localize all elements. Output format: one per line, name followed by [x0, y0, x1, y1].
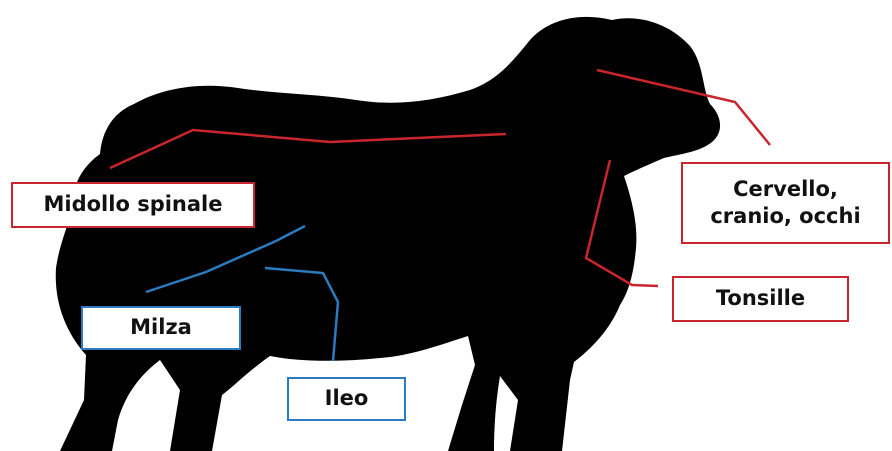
label-milza: Milza — [81, 306, 241, 350]
milza-pointer — [145, 224, 306, 294]
label-cervello-line2: cranio, occhi — [710, 204, 861, 228]
ileo-pointer — [264, 266, 340, 362]
label-cervello: Cervello, cranio, occhi — [681, 162, 890, 244]
red-pointer-lines — [109, 68, 771, 288]
label-midollo-spinale: Midollo spinale — [11, 182, 255, 228]
tonsille-pointer — [584, 159, 659, 288]
label-ileo-text: Ileo — [324, 386, 369, 411]
label-midollo-text: Midollo spinale — [43, 192, 223, 217]
cervello-pointer — [596, 68, 771, 146]
label-ileo: Ileo — [287, 377, 406, 421]
blue-pointer-lines — [145, 224, 340, 362]
label-milza-text: Milza — [130, 315, 192, 340]
label-cervello-line1: Cervello, — [733, 176, 838, 201]
label-tonsille-text: Tonsille — [715, 286, 806, 311]
midollo-pointer — [109, 128, 507, 170]
label-tonsille: Tonsille — [672, 276, 849, 322]
